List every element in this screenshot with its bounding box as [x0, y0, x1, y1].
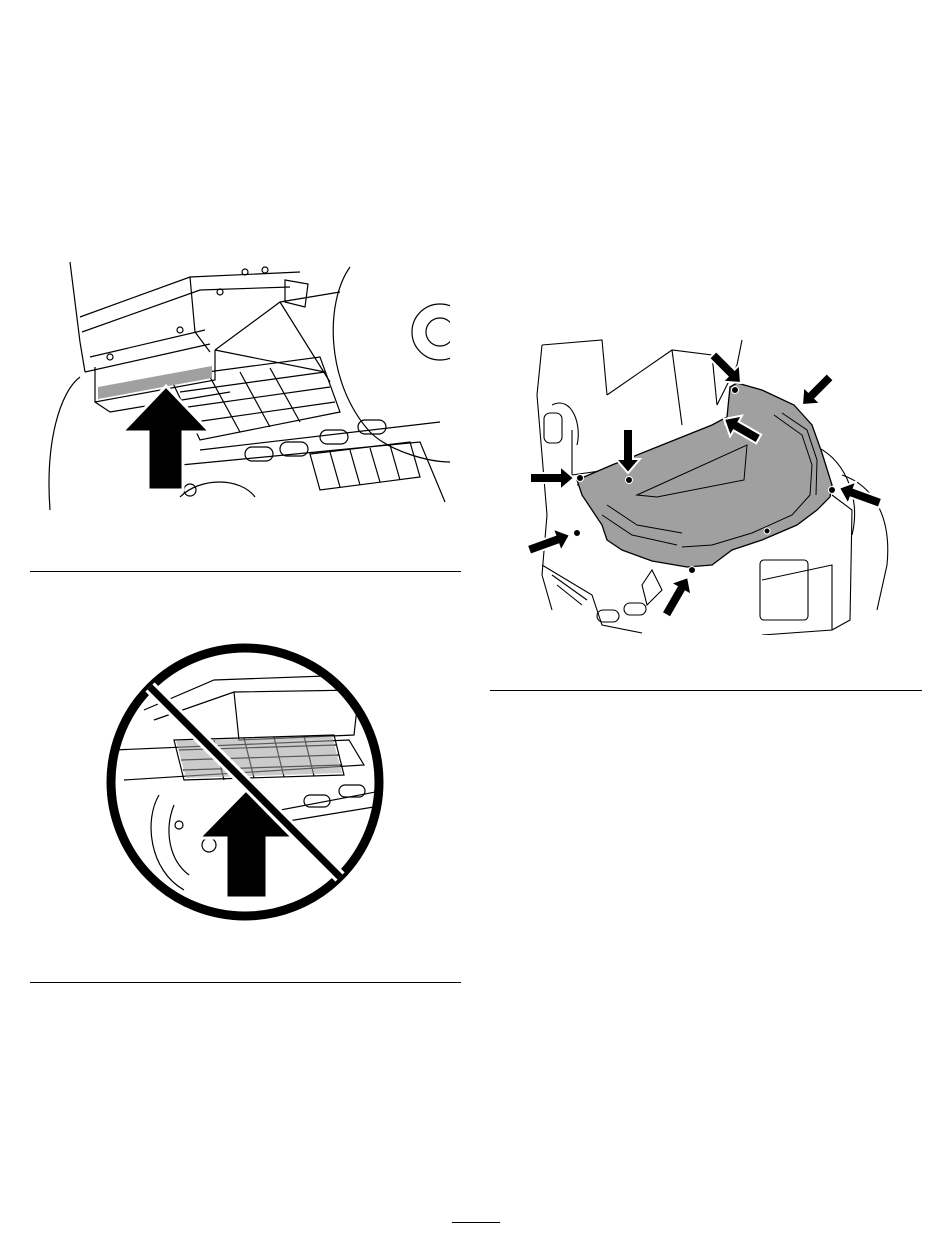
pointer-arrow-icon — [525, 524, 575, 562]
up-arrow-icon — [122, 386, 210, 490]
figure-lift-baffle-drawing — [40, 262, 450, 512]
figure-1-rule — [30, 571, 461, 572]
footer-rule — [452, 1222, 500, 1223]
figure-panel-fasteners — [512, 335, 902, 635]
pointer-arrow-icon — [530, 466, 574, 490]
pointer-arrow-icon — [835, 477, 885, 515]
figure-incorrect-lift-drawing — [104, 640, 386, 925]
shaded-cover-panel — [577, 383, 832, 567]
figure-incorrect-lift — [104, 640, 386, 925]
up-arrow-icon — [199, 790, 293, 898]
pointer-arrow-icon — [794, 368, 839, 413]
figure-lift-baffle — [40, 262, 450, 512]
figure-panel-fasteners-drawing — [512, 335, 902, 635]
figure-3-rule — [490, 690, 922, 691]
pointer-arrow-icon — [656, 571, 699, 621]
figure-2-rule — [30, 982, 461, 983]
